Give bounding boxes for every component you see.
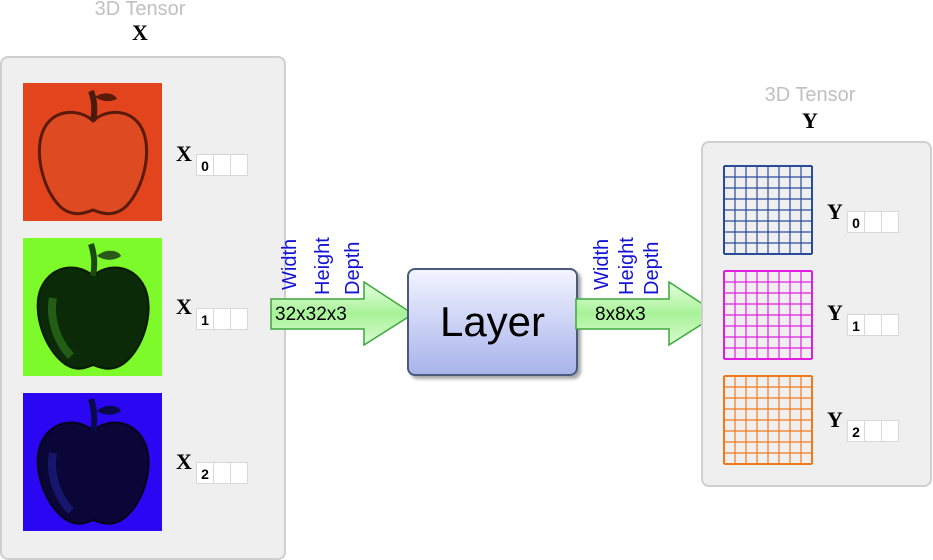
empty-cell — [213, 462, 231, 484]
input-caption: 3D Tensor — [94, 0, 186, 20]
empty-cell — [864, 314, 882, 336]
slice-index-cells: 0 — [196, 154, 248, 176]
arrow-in-label: 32x32x3 — [275, 304, 347, 325]
slice-index-cells: 2 — [847, 420, 899, 442]
slice-index: 0 — [847, 211, 865, 233]
apple-icon — [23, 393, 162, 531]
slice-symbol: X — [176, 141, 192, 166]
input-name: X — [132, 20, 148, 45]
slice-index: 2 — [196, 462, 214, 484]
output-caption: 3D Tensor — [764, 84, 856, 106]
empty-cell — [881, 314, 899, 336]
empty-cell — [213, 154, 231, 176]
grid-icon — [723, 270, 813, 360]
apple-icon — [23, 238, 162, 376]
empty-cell — [230, 308, 248, 330]
slice-index: 1 — [196, 308, 214, 330]
empty-cell — [864, 420, 882, 442]
slice-index: 0 — [196, 154, 214, 176]
empty-cell — [213, 308, 231, 330]
empty-cell — [230, 154, 248, 176]
slice-index: 1 — [847, 314, 865, 336]
slice-symbol: X — [176, 449, 192, 474]
arrow-right-icon — [270, 281, 415, 347]
apple-icon — [23, 83, 162, 221]
arrow-out-label: 8x8x3 — [595, 304, 646, 325]
empty-cell — [864, 211, 882, 233]
slice-symbol: Y — [827, 300, 843, 325]
slice-symbol: Y — [827, 199, 843, 224]
slice-index-cells: 1 — [196, 308, 248, 330]
empty-cell — [881, 211, 899, 233]
empty-cell — [230, 462, 248, 484]
slice-index-cells: 1 — [847, 314, 899, 336]
empty-cell — [881, 420, 899, 442]
grid-icon — [723, 165, 813, 255]
slice-index: 2 — [847, 420, 865, 442]
arrow-right-icon — [575, 281, 720, 347]
layer-label: Layer — [439, 298, 546, 345]
slice-symbol: X — [176, 294, 192, 319]
slice-index-cells: 2 — [196, 462, 248, 484]
slice-symbol: Y — [827, 407, 843, 432]
output-name: Y — [802, 108, 818, 133]
grid-icon — [723, 375, 813, 465]
layer-box: Layer — [407, 268, 578, 376]
slice-index-cells: 0 — [847, 211, 899, 233]
